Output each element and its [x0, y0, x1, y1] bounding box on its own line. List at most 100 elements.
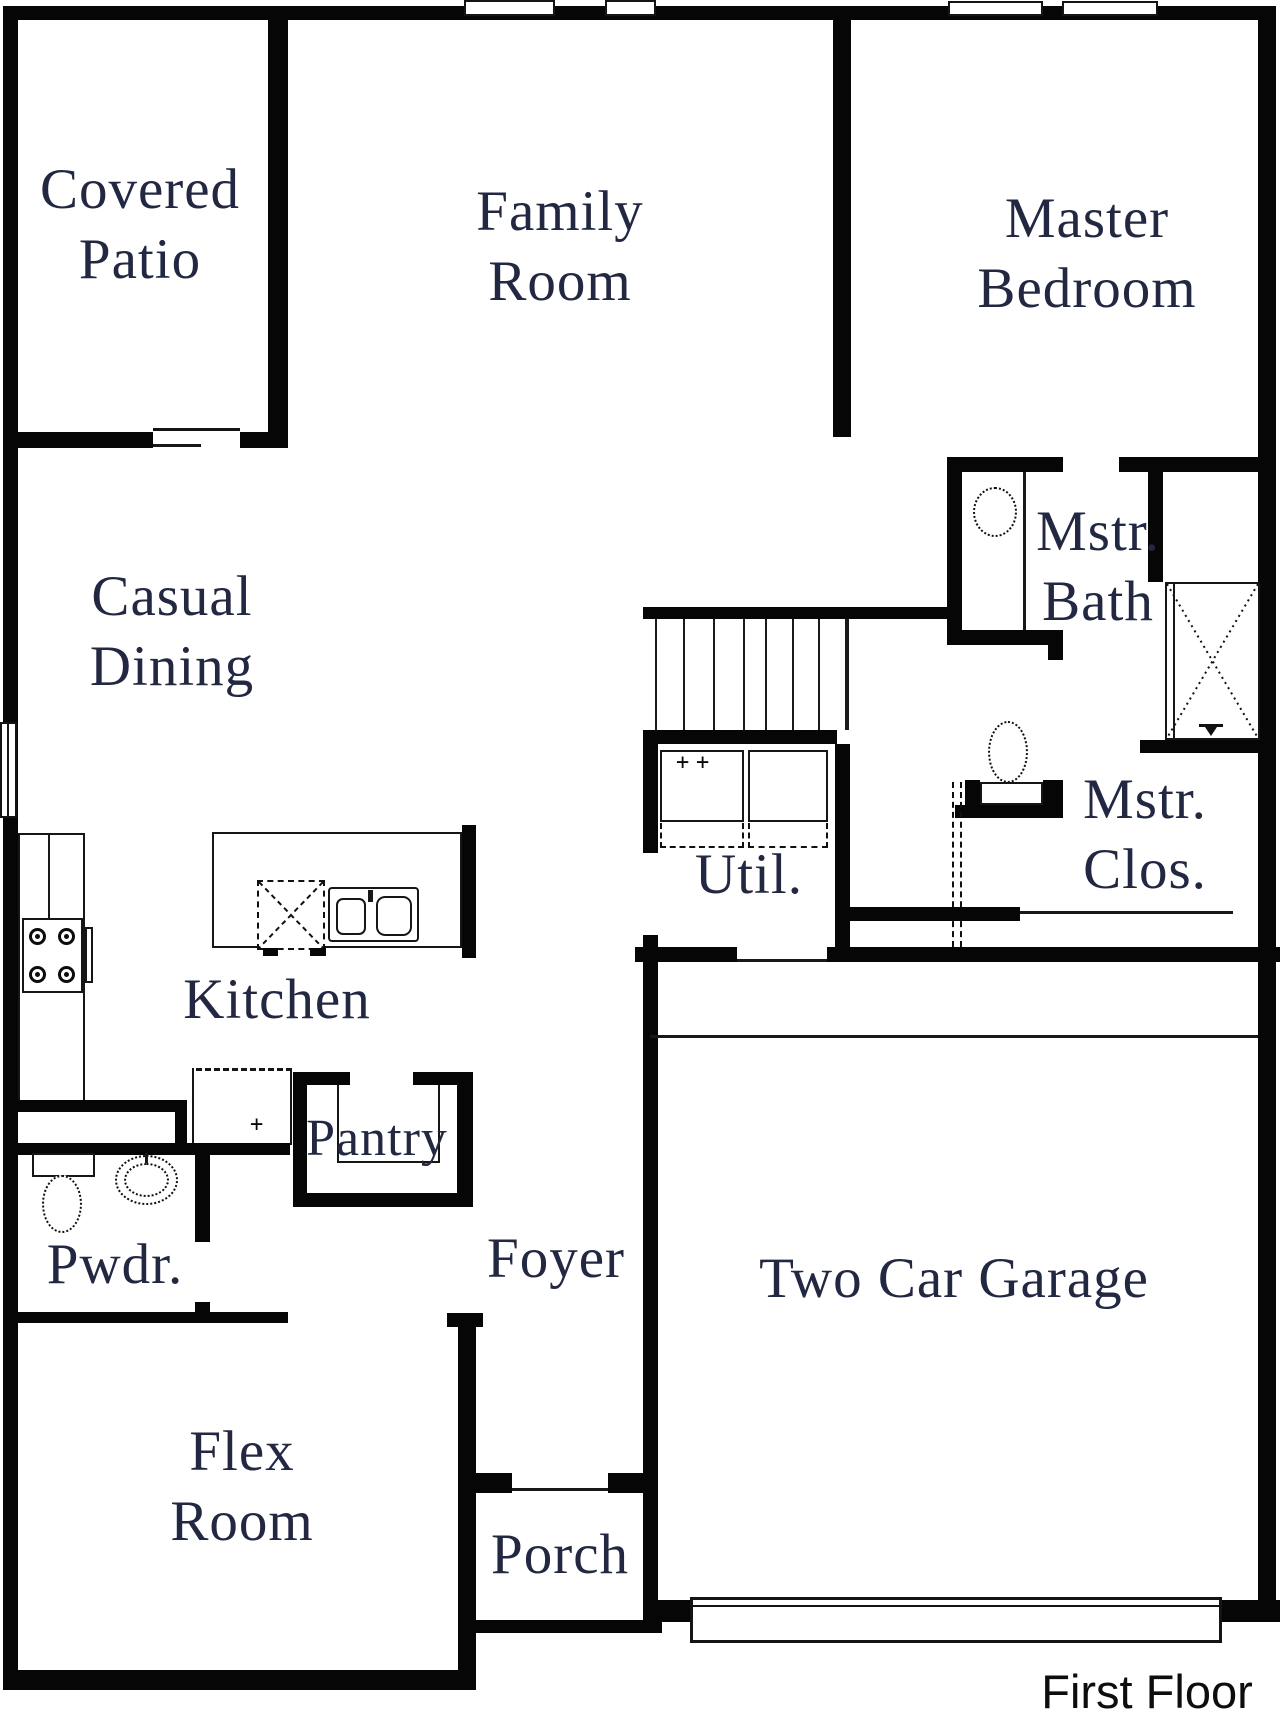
faucet-icon: +	[250, 1112, 264, 1137]
garage-apron-line	[650, 1035, 1258, 1038]
room-label-porch: Porch	[491, 1520, 629, 1590]
toilet-icon	[988, 721, 1028, 783]
oval-sink-icon	[973, 487, 1017, 537]
toilet-icon	[42, 1175, 82, 1233]
wall-master-bottom-b	[1119, 457, 1258, 472]
label-line: Foyer	[487, 1227, 625, 1290]
room-label-covered-patio: Covered Patio	[40, 155, 240, 294]
label-line: Mstr.	[1036, 500, 1160, 563]
wall-entry-l	[458, 1473, 512, 1493]
dryer-door-dash	[748, 823, 828, 848]
counter-divider	[48, 835, 50, 918]
shower-x-lines	[1166, 583, 1259, 739]
window-icon	[464, 0, 555, 16]
stair-treads	[743, 619, 745, 730]
wall-bath-left	[947, 461, 962, 637]
sink-divider	[368, 890, 373, 902]
room-label-master-bedroom: Master Bedroom	[977, 184, 1196, 323]
toilet-tank	[32, 1153, 95, 1177]
window-mullion	[7, 724, 9, 816]
island-tab	[310, 948, 326, 956]
wall-pantry-left	[293, 1075, 307, 1205]
room-label-pantry: Pantry	[306, 1107, 448, 1170]
dashed-x-lines	[258, 881, 324, 949]
label-line: Pwdr.	[46, 1233, 184, 1296]
wall-counter-return	[175, 1100, 187, 1148]
wall-bath-mid	[947, 630, 1063, 645]
wall-master-left	[833, 18, 851, 437]
stair-divider	[845, 619, 849, 730]
wall-util-right	[835, 744, 850, 950]
stair-treads	[655, 619, 657, 730]
wall-entry-r	[608, 1473, 658, 1493]
room-label-mstr-clos: Mstr. Clos.	[1083, 765, 1207, 904]
wall-toilet-r	[1043, 780, 1063, 805]
washer-door-dash	[660, 823, 744, 848]
wall-closet-floor	[850, 907, 1020, 921]
wall-pantry-right	[457, 1072, 473, 1207]
room-label-family-room: Family Room	[476, 177, 644, 316]
stove-backsplash	[85, 927, 93, 983]
window-icon	[948, 1, 1043, 16]
room-label-pwdr: Pwdr.	[47, 1230, 183, 1300]
washer-hookup-icon: +	[676, 750, 690, 775]
label-line: Flex	[189, 1420, 295, 1483]
wall-garage-left	[643, 970, 658, 1627]
wall-porch-bottom	[475, 1620, 662, 1633]
burner-icon	[29, 966, 46, 983]
wall-bath-stub	[1048, 645, 1063, 660]
wall-master-bottom-a	[947, 457, 1063, 472]
sink-cabinet-dash	[196, 1068, 292, 1071]
wall-pwdr-right	[195, 1153, 210, 1242]
label-line: Pantry	[306, 1110, 448, 1167]
wall-stairs-bottom	[643, 730, 837, 744]
label-line: Bath	[1042, 569, 1154, 633]
label-line: Patio	[78, 227, 202, 291]
wall-flex-stub	[447, 1313, 483, 1327]
window-icon	[1062, 1, 1158, 16]
label-line: Bedroom	[977, 256, 1197, 320]
label-line: Porch	[491, 1523, 629, 1586]
stair-treads	[765, 619, 767, 730]
wall-flex-bottom	[3, 1670, 476, 1690]
closet-dashed-line	[952, 782, 954, 947]
pantry-shelf-lines	[337, 1085, 440, 1163]
closet-dashed-line	[960, 782, 962, 947]
label-line: Covered	[39, 158, 241, 221]
burner-icon	[58, 928, 75, 945]
sink-faucet-mark	[145, 1153, 148, 1163]
shower-head-icon	[1199, 724, 1223, 738]
toilet-tank	[980, 782, 1043, 805]
label-line: Room	[170, 1489, 314, 1553]
washer-hookup-icon: +	[696, 750, 710, 775]
wall-util-left-upper	[643, 744, 658, 853]
label-line: Util.	[695, 843, 803, 906]
wall-toilet-bottom	[955, 805, 1063, 818]
label-line: Kitchen	[183, 968, 371, 1031]
label-line: Dining	[89, 634, 255, 698]
wall-garage-top-left	[635, 947, 737, 962]
room-label-util: Util.	[695, 840, 803, 910]
burner-icon	[29, 928, 46, 945]
garage-service-door	[737, 959, 827, 962]
wall-pwdr-bottom	[18, 1312, 288, 1323]
wall-patio-right	[268, 6, 288, 448]
sink-basin	[336, 898, 366, 935]
wall-below-shower	[1140, 740, 1263, 753]
label-line: Two Car Garage	[759, 1247, 1149, 1310]
wall-counter-cap	[18, 1100, 187, 1112]
dryer-icon	[748, 750, 828, 822]
wall-pantry-bottom	[293, 1193, 473, 1207]
room-label-mstr-bath: Mstr. Bath	[1036, 497, 1160, 636]
wall-stairs-top	[643, 607, 947, 619]
island-tab	[263, 948, 278, 956]
wall-patio-bottom	[3, 432, 285, 448]
wall-garage-top	[827, 947, 1280, 962]
sliding-door-panel	[153, 444, 201, 447]
wall-toilet-l	[965, 780, 980, 805]
label-line: Room	[488, 249, 632, 313]
garage-door	[690, 1597, 1222, 1643]
burner-icon	[58, 966, 75, 983]
sink-cabinet-icon	[192, 1068, 292, 1145]
